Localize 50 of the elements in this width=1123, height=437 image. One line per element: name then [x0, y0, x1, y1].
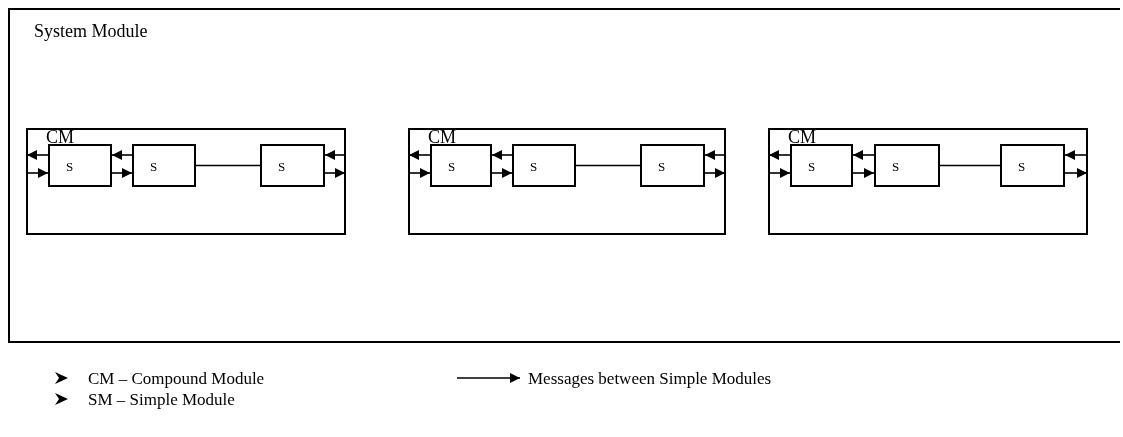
module-label: S — [808, 160, 816, 173]
simple-module-box — [640, 144, 705, 187]
arrow — [1064, 168, 1088, 178]
arrow — [111, 168, 133, 178]
simple-module-box — [874, 144, 940, 187]
arrow — [704, 150, 726, 160]
arrow — [491, 150, 513, 160]
arrow — [408, 150, 431, 160]
simple-module-box — [790, 144, 853, 187]
compound-module-box — [26, 128, 346, 235]
simple-module-box — [260, 144, 325, 187]
arrow — [26, 168, 49, 178]
connector-line — [195, 164, 261, 167]
module-label: S — [448, 160, 456, 173]
module-label: S — [278, 160, 286, 173]
simple-module-box — [512, 144, 576, 187]
simple-module-box — [132, 144, 196, 187]
module-label: S — [150, 160, 158, 173]
arrow — [768, 150, 791, 160]
module-label: CM — [788, 128, 816, 146]
arrow — [324, 168, 346, 178]
module-label: CM — [46, 128, 74, 146]
connector-line — [939, 164, 1001, 167]
simple-module-box — [430, 144, 492, 187]
simple-module-box — [48, 144, 112, 187]
compound-module-box — [408, 128, 726, 235]
arrow — [1064, 150, 1088, 160]
legend-text: SM – Simple Module — [88, 391, 235, 408]
legend-text: CM – Compound Module — [88, 370, 265, 387]
arrow — [26, 150, 49, 160]
arrow — [852, 168, 875, 178]
module-label: S — [530, 160, 538, 173]
module-label: CM — [428, 128, 456, 146]
module-label: S — [1018, 160, 1026, 173]
module-label: S — [658, 160, 666, 173]
simple-module-box — [1000, 144, 1065, 187]
legend-text: Messages between Simple Modules — [528, 370, 772, 387]
connector-line — [575, 164, 641, 167]
arrow — [704, 168, 726, 178]
system-module-frame — [8, 8, 1120, 343]
arrow — [852, 150, 875, 160]
arrow — [768, 168, 791, 178]
arrow — [408, 168, 431, 178]
arrow — [324, 150, 346, 160]
module-label: S — [892, 160, 900, 173]
module-label: S — [66, 160, 74, 173]
arrow — [111, 150, 133, 160]
module-label: System Module — [34, 22, 148, 40]
compound-module-box — [768, 128, 1088, 235]
arrow — [491, 168, 513, 178]
